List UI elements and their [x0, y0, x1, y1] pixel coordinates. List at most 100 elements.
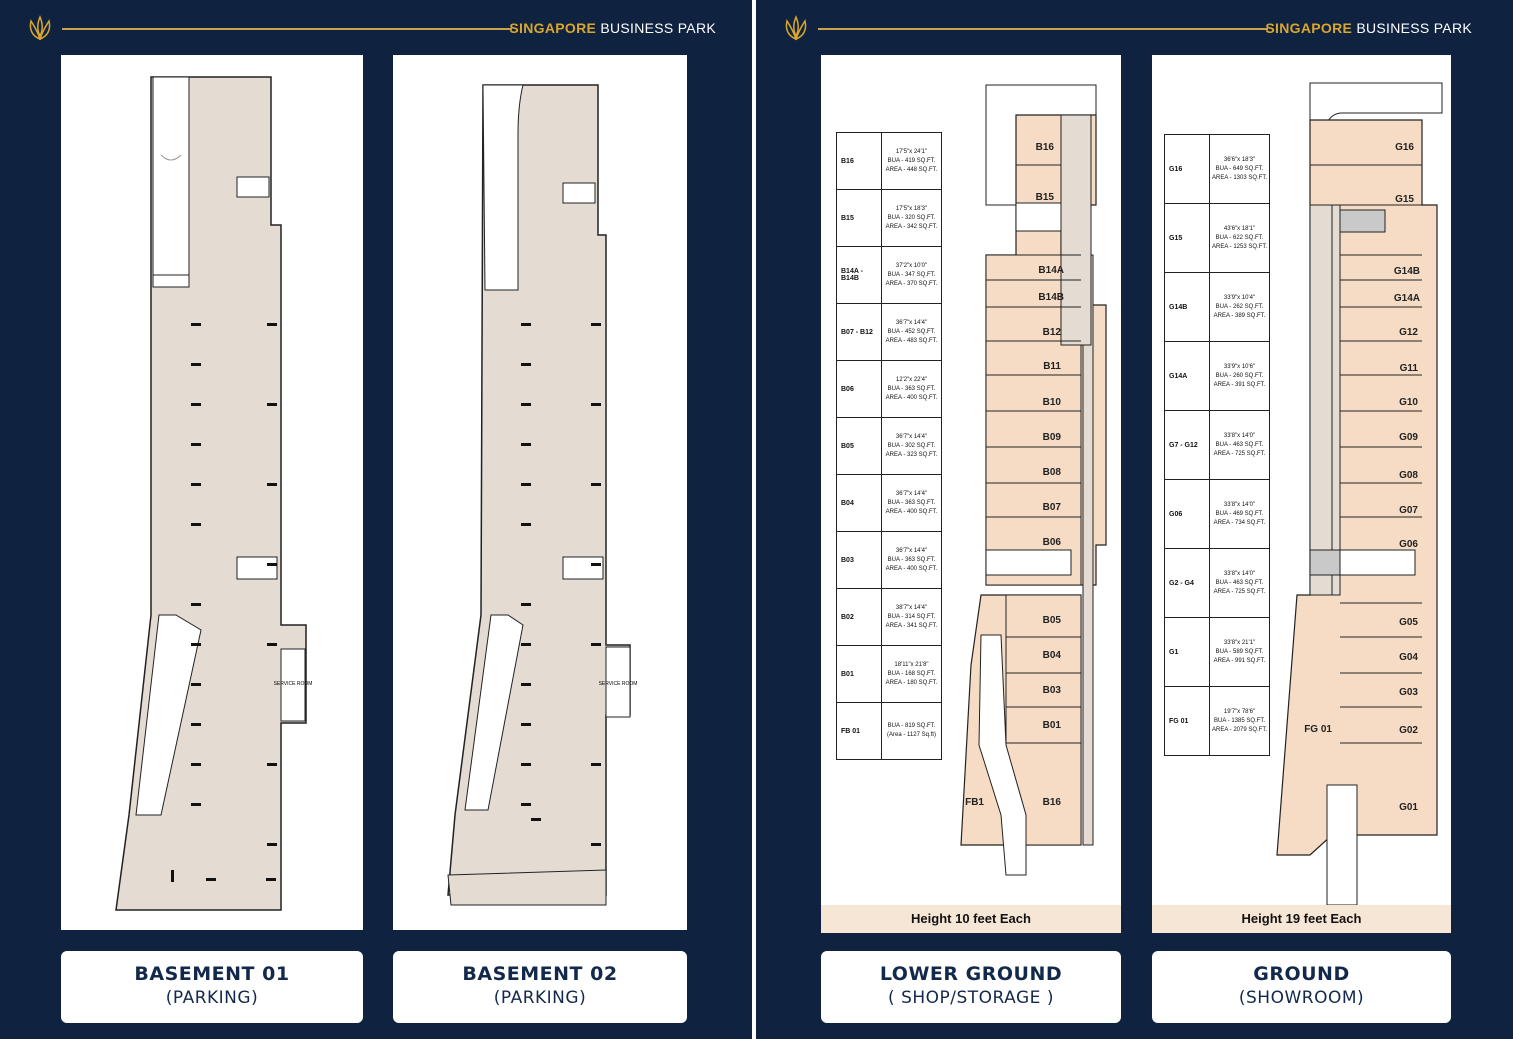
panel-title: BASEMENT 01 [134, 963, 290, 985]
unit-code: B04 [837, 475, 882, 531]
unit-spec: 12'2"x 22'4"BUA - 363 SQ.FT.AREA - 400 S… [885, 376, 938, 401]
height-note: Height 19 feet Each [1152, 905, 1451, 933]
unit-label: G02 [1399, 725, 1418, 736]
unit-spec: 33'8"x 14'0"BUA - 463 SQ.FT.AREA - 725 S… [1213, 570, 1266, 595]
unit-label: B07 [1043, 502, 1062, 513]
unit-code: G15 [1165, 204, 1210, 272]
unit-code: B14A - B14B [837, 247, 882, 303]
unit-label: B12 [1043, 327, 1062, 338]
unit-code: FG 01 [1165, 687, 1210, 755]
unit-code: FB 01 [837, 703, 882, 759]
unit-code: B05 [837, 418, 882, 474]
unit-spec: 43'6"x 18'1"BUA - 622 SQ.FT.AREA - 1253 … [1211, 225, 1268, 250]
basement-01-caption: BASEMENT 01 (PARKING) [61, 951, 363, 1023]
panel-subtitle: ( SHOP/STORAGE ) [888, 988, 1054, 1008]
unit-spec: 18'11"x 21'8"BUA - 168 SQ.FT.AREA - 180 … [885, 661, 938, 686]
unit-label: B04 [1043, 650, 1062, 661]
brand-name: SINGAPORE BUSINESS PARK [1265, 20, 1472, 36]
basement-01-plan: SERVICE ROOM [61, 55, 363, 930]
unit-label: G05 [1399, 617, 1418, 628]
panel-title: BASEMENT 02 [462, 963, 618, 985]
unit-spec: 37'2"x 10'0"BUA - 347 SQ.FT.AREA - 370 S… [885, 262, 938, 287]
unit-code: B03 [837, 532, 882, 588]
panel-title: LOWER GROUND [879, 963, 1063, 985]
unit-code: G14A [1165, 342, 1210, 410]
unit-label: FG 01 [1304, 724, 1332, 735]
unit-label: G11 [1400, 363, 1419, 374]
unit-label: B05 [1043, 615, 1062, 626]
unit-code: B01 [837, 646, 882, 702]
unit-spec: 36'7"x 14'4"BUA - 452 SQ.FT.AREA - 483 S… [885, 319, 938, 344]
unit-label: B03 [1043, 685, 1062, 696]
unit-spec: 33'8"x 14'0"BUA - 469 SQ.FT.AREA - 734 S… [1213, 501, 1266, 526]
unit-spec: 38'7"x 14'4"BUA - 314 SQ.FT.AREA - 341 S… [885, 604, 938, 629]
brand-logo-icon [29, 15, 51, 41]
unit-code: B06 [837, 361, 882, 417]
unit-label: G01 [1399, 802, 1418, 813]
unit-label: G08 [1399, 470, 1418, 481]
unit-spec: 33'8"x 14'0"BUA - 463 SQ.FT.AREA - 725 S… [1213, 432, 1266, 457]
unit-label: FB1 [965, 797, 984, 808]
unit-label: G16 [1395, 142, 1414, 153]
unit-code: B07 - B12 [837, 304, 882, 360]
unit-label: G06 [1399, 539, 1418, 550]
unit-label: B15 [1036, 192, 1055, 203]
unit-code: B15 [837, 190, 882, 246]
unit-spec: 36'7"x 14'4"BUA - 363 SQ.FT.AREA - 400 S… [885, 490, 938, 515]
unit-code: G2 - G4 [1165, 549, 1210, 617]
unit-spec: 17'5"x 24'1"BUA - 419 SQ.FT.AREA - 448 S… [885, 148, 938, 173]
unit-label: B08 [1043, 467, 1062, 478]
height-note: Height 10 feet Each [821, 905, 1121, 933]
unit-label: B14B [1038, 292, 1064, 303]
unit-label: G03 [1399, 687, 1418, 698]
unit-label: B11 [1043, 361, 1061, 372]
unit-label: G09 [1399, 432, 1418, 443]
unit-label: B10 [1043, 397, 1062, 408]
unit-label: G15 [1395, 194, 1414, 205]
unit-code: G16 [1165, 135, 1210, 203]
unit-label: B16 [1043, 797, 1062, 808]
panel-title: GROUND [1253, 963, 1350, 985]
unit-label: B16 [1036, 142, 1055, 153]
unit-label: G04 [1399, 652, 1418, 663]
service-room-label-2: SERVICE ROOM [599, 681, 638, 687]
unit-spec: BUA - 819 SQ.FT.(Area - 1127 Sq.ft) [887, 723, 936, 738]
unit-spec: 17'5"x 18'3"BUA - 320 SQ.FT.AREA - 342 S… [885, 205, 938, 230]
header-rule [818, 28, 1268, 30]
unit-label: B06 [1043, 537, 1062, 548]
unit-label: G14B [1394, 266, 1420, 277]
unit-label: G12 [1399, 327, 1418, 338]
ground-caption: GROUND (SHOWROOM) [1152, 951, 1451, 1023]
unit-label: G14A [1394, 293, 1420, 304]
unit-code: B16 [837, 133, 882, 189]
panel-subtitle: (SHOWROOM) [1238, 988, 1365, 1008]
unit-label: G10 [1399, 397, 1418, 408]
panel-subtitle: (PARKING) [165, 988, 259, 1008]
unit-label: B01 [1043, 720, 1062, 731]
left-spread: SINGAPORE BUSINESS PARK SERVICE ROOM [0, 0, 752, 1039]
brand-name: SINGAPORE BUSINESS PARK [509, 20, 716, 36]
unit-spec: 33'8"x 21'1"BUA - 589 SQ.FT.AREA - 991 S… [1213, 639, 1266, 664]
brand-logo-icon [785, 15, 807, 41]
spread-divider [752, 0, 756, 1039]
panel-subtitle: (PARKING) [493, 988, 587, 1008]
lower-ground-caption: LOWER GROUND ( SHOP/STORAGE ) [821, 951, 1121, 1023]
